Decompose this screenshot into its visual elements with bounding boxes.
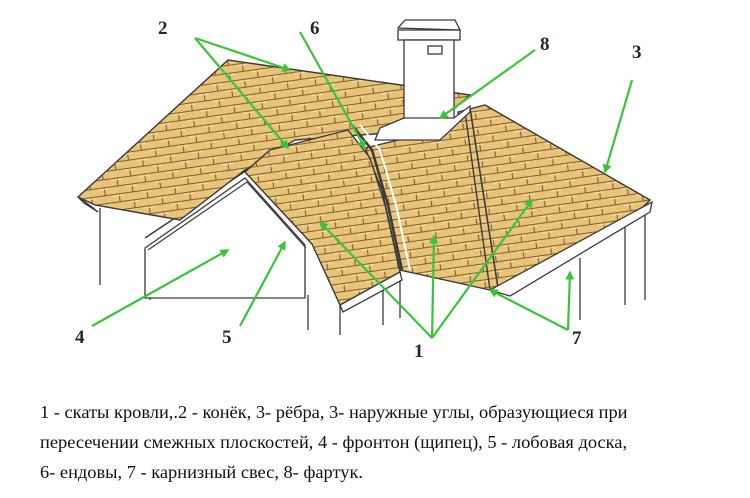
arrow-7b — [568, 272, 570, 330]
label-7: 7 — [572, 328, 582, 349]
arrow-7a — [490, 290, 568, 330]
caption-line-3: 6- ендовы, 7 - карнизный свес, 8- фартук… — [40, 457, 730, 487]
caption-line-1: 1 - скаты кровли,.2 - конёк, 3- рёбра, 3… — [40, 397, 730, 427]
label-6: 6 — [310, 18, 320, 39]
caption: 1 - скаты кровли,.2 - конёк, 3- рёбра, 3… — [40, 397, 730, 487]
roof-diagram: 2 6 8 3 4 5 1 7 — [0, 0, 750, 370]
caption-line-2: пересечении смежных плоскостей, 4 - фрон… — [40, 427, 730, 457]
label-1: 1 — [414, 341, 424, 362]
label-5: 5 — [222, 327, 232, 348]
arrow-3 — [605, 80, 632, 172]
label-2: 2 — [158, 18, 168, 39]
label-3: 3 — [632, 42, 642, 63]
label-8: 8 — [540, 34, 550, 55]
label-4: 4 — [75, 327, 85, 348]
